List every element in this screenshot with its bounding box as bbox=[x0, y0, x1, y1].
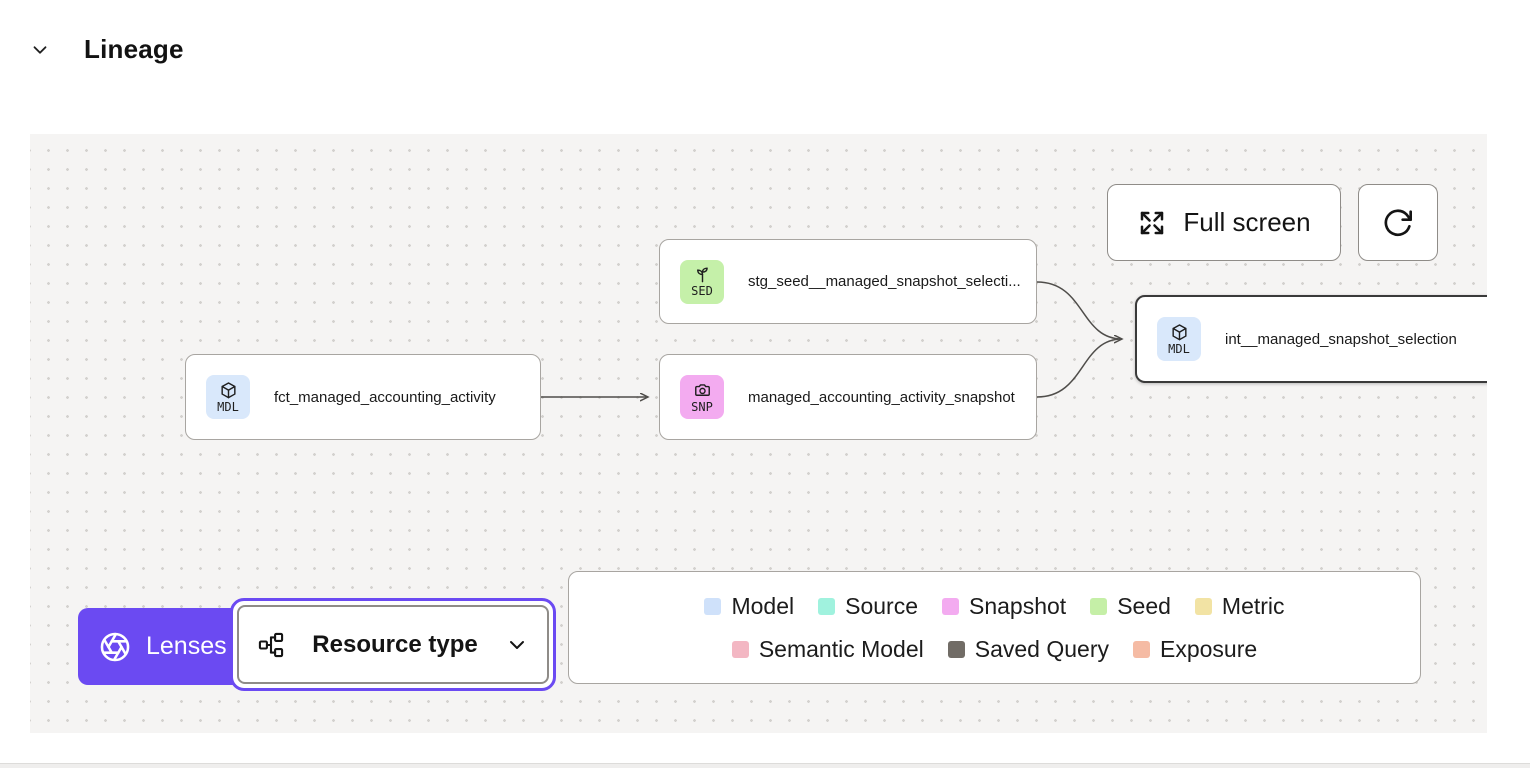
section-divider bbox=[0, 763, 1530, 768]
legend-item-semantic-model: Semantic Model bbox=[731, 636, 924, 663]
refresh-button[interactable] bbox=[1358, 184, 1438, 261]
node-label: managed_accounting_activity_snapshot bbox=[748, 388, 1015, 406]
fullscreen-expand-icon bbox=[1141, 211, 1164, 234]
legend-item-saved-query: Saved Query bbox=[947, 636, 1109, 663]
snapshot-swatch bbox=[941, 597, 959, 615]
edge-seed-to-int bbox=[1036, 281, 1122, 339]
node-label: stg_seed__managed_snapshot_selecti... bbox=[748, 273, 1021, 290]
camera-icon bbox=[694, 383, 710, 396]
edge-snapshot-to-int bbox=[1036, 338, 1123, 398]
resource-graph-icon bbox=[258, 632, 284, 657]
saved-query-swatch bbox=[947, 640, 965, 658]
cube-icon bbox=[1171, 323, 1187, 340]
refresh-icon bbox=[1384, 208, 1412, 236]
lineage-header: Lineage bbox=[28, 34, 184, 65]
snapshot-badge: SNP bbox=[680, 375, 724, 419]
model-swatch bbox=[704, 597, 722, 615]
node-fct-managed-accounting-activity[interactable]: MDL fct_managed_accounting_activity bbox=[185, 354, 541, 440]
resource-type-focus-ring: Resource type bbox=[230, 598, 556, 691]
legend-row-1: Model Source Snapshot Seed Metric bbox=[704, 593, 1285, 620]
legend-row-2: Semantic Model Saved Query Exposure bbox=[731, 636, 1257, 663]
node-label: fct_managed_accounting_activity bbox=[274, 388, 496, 406]
legend-item-seed: Seed bbox=[1090, 593, 1171, 620]
fullscreen-button[interactable]: Full screen bbox=[1107, 184, 1341, 261]
lineage-canvas[interactable]: SED stg_seed__managed_snapshot_selecti..… bbox=[30, 134, 1487, 733]
semantic-model-swatch bbox=[731, 640, 749, 658]
metric-swatch bbox=[1194, 597, 1212, 615]
legend-item-exposure: Exposure bbox=[1133, 636, 1257, 663]
seed-swatch bbox=[1090, 597, 1108, 615]
source-swatch bbox=[818, 597, 836, 615]
legend-item-metric: Metric bbox=[1194, 593, 1285, 620]
node-managed-accounting-activity-snapshot[interactable]: SNP managed_accounting_activity_snapshot bbox=[659, 354, 1037, 440]
badge-code: SED bbox=[691, 284, 713, 298]
badge-code: SNP bbox=[691, 399, 713, 414]
exposure-swatch bbox=[1133, 640, 1150, 658]
resource-type-label: Resource type bbox=[312, 630, 478, 658]
model-badge: MDL bbox=[1157, 317, 1201, 361]
fullscreen-label: Full screen bbox=[1183, 207, 1311, 237]
legend-item-model: Model bbox=[704, 593, 794, 620]
chevron-down-icon bbox=[510, 640, 524, 649]
legend-item-source: Source bbox=[818, 593, 918, 620]
page-title: Lineage bbox=[84, 34, 184, 64]
node-int-managed-snapshot-selection-selected[interactable]: MDL int__managed_snapshot_selection bbox=[1135, 295, 1487, 383]
badge-code: MDL bbox=[1168, 341, 1190, 356]
node-stg-seed-managed-snapshot-selection[interactable]: SED stg_seed__managed_snapshot_selecti..… bbox=[659, 239, 1037, 324]
seed-icon bbox=[696, 267, 708, 283]
lenses-label: Lenses bbox=[146, 632, 227, 660]
resource-type-dropdown[interactable]: Resource type bbox=[237, 605, 549, 684]
model-badge: MDL bbox=[206, 375, 250, 419]
legend-panel: Model Source Snapshot Seed Metric bbox=[568, 571, 1421, 684]
node-label: int__managed_snapshot_selection bbox=[1225, 330, 1457, 348]
lenses-button[interactable]: Lenses bbox=[78, 608, 250, 685]
seed-badge: SED bbox=[680, 259, 724, 304]
legend-item-snapshot: Snapshot bbox=[941, 593, 1066, 620]
aperture-icon bbox=[100, 632, 130, 661]
badge-code: MDL bbox=[217, 399, 239, 414]
cube-icon bbox=[220, 381, 236, 398]
collapse-chevron-icon[interactable] bbox=[28, 38, 52, 62]
